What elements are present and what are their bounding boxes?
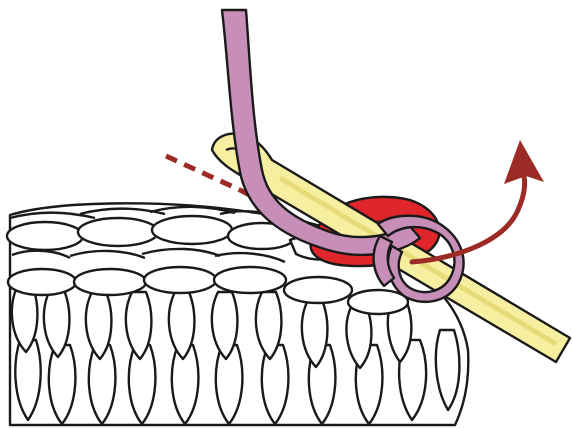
crochet-illustration: [0, 0, 573, 429]
crochet-diagram-canvas: [0, 0, 573, 429]
